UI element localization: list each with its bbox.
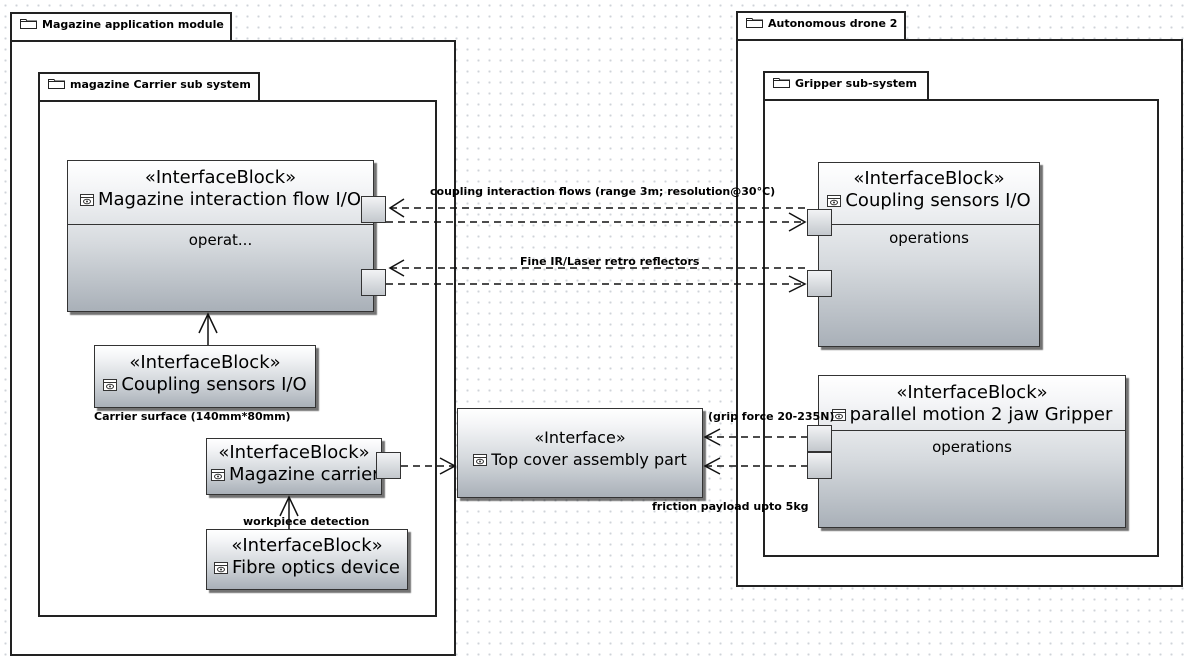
port-mag-flow-1[interactable] <box>361 196 386 223</box>
port-mag-carrier[interactable] <box>376 452 401 479</box>
label-friction-payload: friction payload upto 5kg <box>652 500 809 513</box>
label-carrier-surface: Carrier surface (140mm*80mm) <box>94 410 291 423</box>
block-fibre-optics[interactable]: «InterfaceBlock» Fibre optics device <box>206 529 408 590</box>
block-header: «InterfaceBlock» parallel motion 2 jaw G… <box>819 376 1125 431</box>
block-coupling-sensors-left[interactable]: «InterfaceBlock» Coupling sensors I/O <box>94 345 316 408</box>
stereotype-label: «InterfaceBlock» <box>896 382 1048 403</box>
block-name: Fibre optics device <box>207 557 407 579</box>
block-header: «InterfaceBlock» Magazine carrier <box>207 439 381 494</box>
block-name: Magazine carrier <box>207 464 381 486</box>
port-gripper-2[interactable] <box>807 452 832 479</box>
arrowhead <box>198 312 218 334</box>
package-title-magazine-carrier: magazine Carrier sub system <box>70 78 251 91</box>
block-header: «InterfaceBlock» Magazine interaction fl… <box>68 161 373 225</box>
arrowhead <box>788 275 807 293</box>
block-name: Coupling sensors I/O <box>819 190 1039 212</box>
arrowhead <box>788 212 807 232</box>
folder-icon <box>773 78 790 88</box>
interface-block-icon <box>214 562 229 574</box>
block-magazine-carrier[interactable]: «InterfaceBlock» Magazine carrier <box>206 438 382 495</box>
compartment-operations: operat... <box>188 231 253 249</box>
block-name: Top cover assembly part <box>458 449 702 471</box>
stereotype-label: «InterfaceBlock» <box>144 167 297 188</box>
package-title-magazine-application: Magazine application module <box>42 18 224 31</box>
label-retro-reflectors: Fine IR/Laser retro reflectors <box>520 255 700 268</box>
interface-block-icon <box>211 469 225 481</box>
arrowhead <box>388 198 405 218</box>
interface-block-icon <box>79 194 94 206</box>
block-name: Magazine interaction flow I/O <box>68 189 373 211</box>
stereotype-label: «Interface» <box>534 428 626 447</box>
stereotype-label: «InterfaceBlock» <box>218 442 370 463</box>
stereotype-label: «InterfaceBlock» <box>231 535 383 556</box>
block-header: «Interface» Top cover assembly part <box>458 409 702 497</box>
label-grip-force: (grip force 20-235N) <box>708 410 835 423</box>
block-header: «InterfaceBlock» Coupling sensors I/O <box>819 163 1039 225</box>
port-coupling-right-2[interactable] <box>807 270 832 297</box>
block-gripper[interactable]: «InterfaceBlock» parallel motion 2 jaw G… <box>818 375 1126 528</box>
interface-block-icon <box>103 379 118 391</box>
interface-block-icon <box>831 409 846 421</box>
block-header: «InterfaceBlock» Fibre optics device <box>207 530 407 589</box>
block-magazine-interaction-flow[interactable]: «InterfaceBlock» Magazine interaction fl… <box>67 160 374 312</box>
interface-block-icon <box>827 195 842 207</box>
label-coupling-flows: coupling interaction flows (range 3m; re… <box>430 185 776 198</box>
stereotype-label: «InterfaceBlock» <box>853 168 1005 189</box>
package-tab-gripper-subsystem[interactable]: Gripper sub-system <box>763 71 929 101</box>
block-name: parallel motion 2 jaw Gripper <box>819 404 1125 426</box>
stereotype-label: «InterfaceBlock» <box>129 352 281 373</box>
port-mag-flow-2[interactable] <box>361 269 386 296</box>
block-header: «InterfaceBlock» Coupling sensors I/O <box>95 346 315 407</box>
interface-top-cover[interactable]: «Interface» Top cover assembly part <box>457 408 703 498</box>
block-name: Coupling sensors I/O <box>95 374 315 396</box>
arrowhead <box>388 259 405 277</box>
block-coupling-sensors-right[interactable]: «InterfaceBlock» Coupling sensors I/O op… <box>818 162 1040 347</box>
label-workpiece-detection: workpiece detection <box>243 515 370 528</box>
port-coupling-right-1[interactable] <box>807 209 832 236</box>
compartment-operations: operations <box>932 438 1012 456</box>
package-tab-autonomous-drone[interactable]: Autonomous drone 2 <box>736 11 906 41</box>
folder-icon <box>48 79 65 89</box>
package-title-autonomous-drone: Autonomous drone 2 <box>768 17 898 30</box>
package-tab-magazine-application[interactable]: Magazine application module <box>10 12 232 42</box>
interface-icon <box>473 454 488 466</box>
compartment-operations: operations <box>889 229 969 247</box>
arrowhead <box>703 428 721 446</box>
arrowhead <box>703 457 721 475</box>
port-gripper-1[interactable] <box>807 425 832 452</box>
arrowhead <box>439 457 457 475</box>
folder-icon <box>20 19 37 29</box>
arrowhead <box>279 495 299 517</box>
package-tab-magazine-carrier[interactable]: magazine Carrier sub system <box>38 72 260 102</box>
package-title-gripper-subsystem: Gripper sub-system <box>795 77 917 90</box>
folder-icon <box>746 18 763 28</box>
